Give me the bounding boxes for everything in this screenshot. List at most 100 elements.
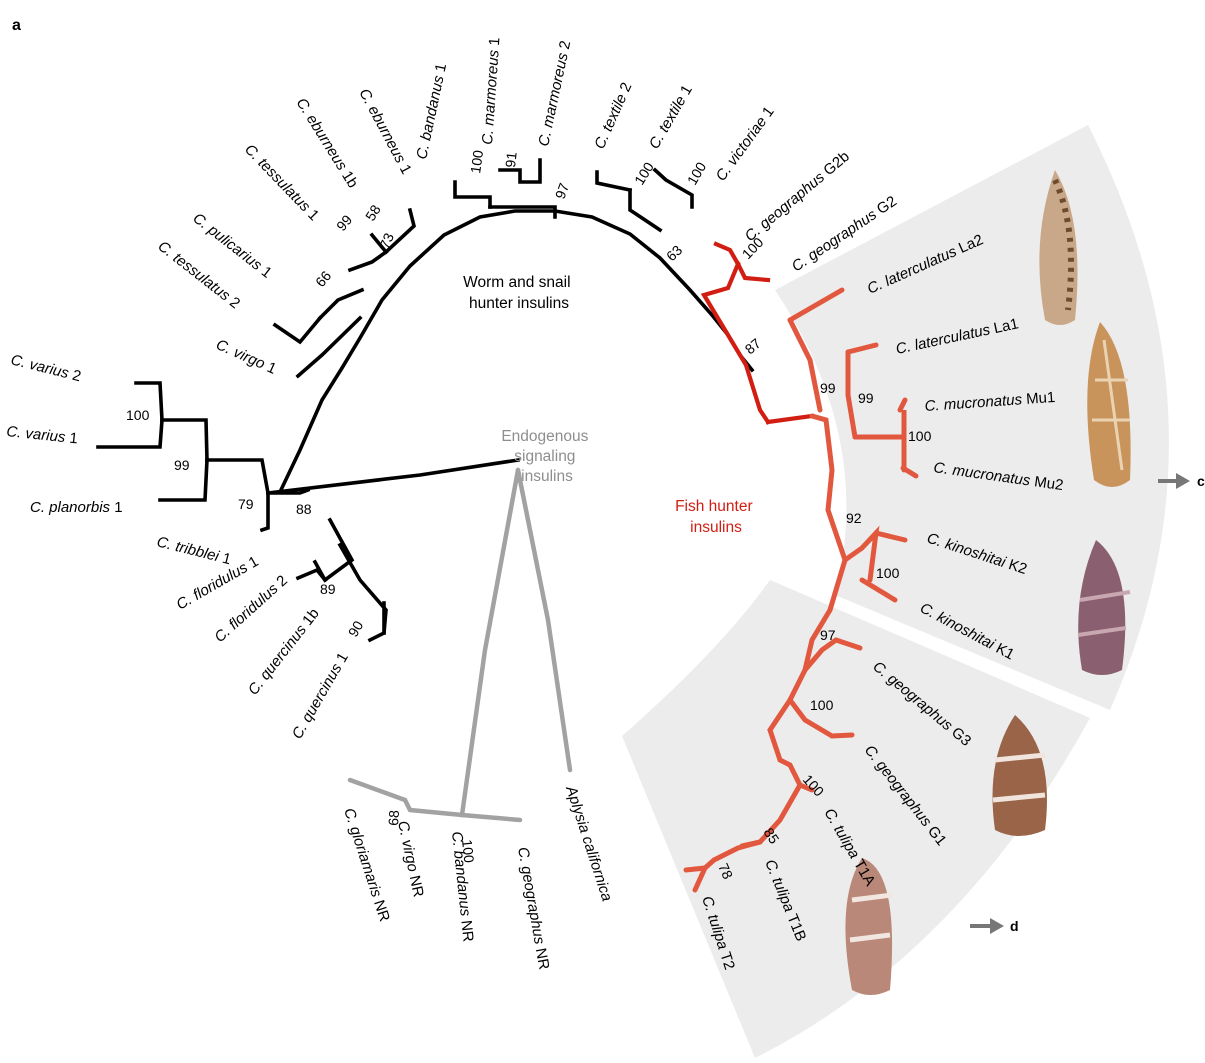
taxon-label: C. eburneus 1: [355, 86, 414, 177]
taxon-label: C. varius 1: [6, 423, 79, 447]
taxon-label: C. textile 1: [646, 82, 696, 152]
taxon-name: C. marmoreus 1: [479, 37, 503, 145]
taxon-genus: C. geographus: [742, 168, 829, 245]
taxon-name: C. textile 1: [646, 82, 696, 152]
taxon-label: C. tribblei 1: [155, 533, 233, 568]
arrow-to-panel-d[interactable]: d: [970, 918, 1019, 934]
taxon-suffix: Mu1: [1021, 389, 1055, 408]
taxon-name: C. eburneus 1b: [293, 95, 362, 191]
taxon-suffix: NR: [457, 915, 477, 943]
branch-tessulatus-2: [275, 318, 320, 342]
taxon-genus: C. geographus: [514, 846, 548, 946]
taxon-name: C. quercinus 1: [289, 650, 352, 742]
taxon-label: C. eburneus 1b: [293, 95, 362, 191]
branch-varius-1: [98, 420, 162, 447]
taxon-suffix: 1: [431, 62, 450, 78]
taxon-genus: C. quercinus: [245, 621, 311, 698]
worm-snail-line-2: hunter insulins: [469, 295, 569, 312]
taxon-suffix: 1: [110, 499, 123, 516]
taxon-suffix: 2: [66, 366, 82, 386]
branch-textile-node: [630, 190, 660, 230]
taxon-label: Aplysia californica: [562, 783, 616, 903]
bootstrap-value: 100: [908, 428, 932, 444]
branch-bandanus-nr: [410, 810, 462, 815]
fish-hunter-line-1: Fish hunter: [675, 498, 753, 515]
taxon-label: C. virgo NR: [394, 819, 427, 899]
bootstrap-value: 99: [820, 380, 836, 396]
bootstrap-value: 89: [320, 581, 336, 597]
taxon-label: C. varius 2: [9, 351, 83, 385]
taxon-label: C. marmoreus 2: [535, 39, 574, 148]
taxon-name: C. eburneus 1: [355, 86, 414, 177]
bootstrap-value: 99: [858, 390, 874, 406]
taxon-name: C. tessulatus 1: [241, 141, 322, 224]
branch-virgo-1: [298, 318, 360, 376]
taxon-genus: C. varius: [6, 423, 67, 446]
bootstrap-value: 79: [238, 496, 254, 512]
endogenous-line-3: insulins: [521, 468, 573, 485]
taxon-label: C. geographus NR: [514, 846, 552, 971]
taxon-genus: C. marmoreus: [479, 49, 503, 145]
taxon-name: C. geographus NR: [514, 846, 552, 971]
taxon-suffix: NR: [531, 943, 552, 972]
bootstrap-value: 73: [376, 230, 397, 251]
branch-geographus-g1: [832, 735, 852, 736]
bootstrap-value: 100: [459, 839, 477, 864]
branch-root-to-endogenous: [268, 460, 518, 493]
taxon-genus: C. textile: [646, 93, 690, 152]
taxon-label: C. quercinus 1: [289, 650, 352, 742]
bootstrap-value: 90: [345, 618, 367, 640]
branch-endogenous-aplysia: [518, 470, 570, 770]
taxon-genus: C. eburneus: [355, 86, 409, 167]
taxon-genus: C. virgo: [213, 336, 267, 373]
taxon-label: C. textile 2: [591, 80, 635, 152]
taxon-genus: C. varius: [9, 351, 71, 382]
taxon-name: C. victoriae 1: [712, 104, 777, 185]
bootstrap-value: 100: [126, 407, 150, 423]
taxon-label: C. virgo 1: [213, 336, 279, 378]
taxon-name: C. virgo NR: [394, 819, 427, 899]
branch-pulicarius: [320, 290, 362, 318]
taxon-name: C. varius 2: [9, 351, 83, 385]
taxon-name: C. quercinus 1b: [245, 605, 323, 698]
worm-snail-group-label: Worm and snail hunter insulins: [463, 274, 575, 312]
taxon-name: C. marmoreus 2: [535, 39, 574, 148]
branch-geographus-g2b: [716, 244, 738, 264]
taxon-suffix: NR: [405, 870, 427, 899]
taxon-genus: C. tribblei: [155, 533, 221, 565]
taxon-suffix: 1: [486, 37, 504, 51]
panel-label: a: [12, 17, 21, 34]
branch-textile-2: [597, 172, 630, 190]
bootstrap-value: 66: [312, 268, 334, 290]
taxon-label: C. bandanus 1: [413, 62, 450, 161]
taxon-name: C. varius 1: [6, 423, 79, 447]
bootstrap-value: 97: [552, 181, 572, 201]
taxon-genus: C. victoriae: [712, 114, 770, 185]
branch-geographus-nr: [462, 815, 520, 820]
taxon-name: C. bandanus 1: [413, 62, 450, 161]
taxon-label: C. tessulatus 1: [241, 141, 322, 224]
taxon-genus: C. quercinus: [289, 660, 346, 742]
taxon-genus: C. tessulatus: [241, 141, 314, 216]
bootstrap-value: 92: [846, 510, 862, 526]
branch-fish-stem: [768, 416, 812, 422]
bootstrap-value: 100: [876, 565, 900, 581]
taxon-genus: Aplysia californica: [562, 783, 616, 903]
taxon-suffix: 2: [555, 39, 574, 55]
branch-floridulus-node: [325, 520, 352, 580]
taxon-label: C. victoriae 1: [712, 104, 777, 185]
taxon-name: Aplysia californica: [562, 783, 616, 903]
bootstrap-value: 100: [810, 697, 834, 713]
fish-hunter-line-2: insulins: [690, 519, 742, 536]
bootstrap-value: 99: [174, 457, 190, 473]
bootstrap-value: 100: [631, 159, 657, 187]
bootstrap-value: 88: [296, 501, 312, 517]
bootstrap-value: 99: [333, 212, 355, 234]
arrow-d-label: d: [1010, 918, 1019, 934]
bootstrap-value: 63: [663, 242, 685, 264]
taxon-genus: C. gloriamaris: [340, 806, 385, 900]
taxon-name: C. textile 2: [591, 80, 635, 152]
arrow-c-label: c: [1197, 473, 1205, 489]
taxon-label: C. marmoreus 1: [479, 37, 503, 145]
